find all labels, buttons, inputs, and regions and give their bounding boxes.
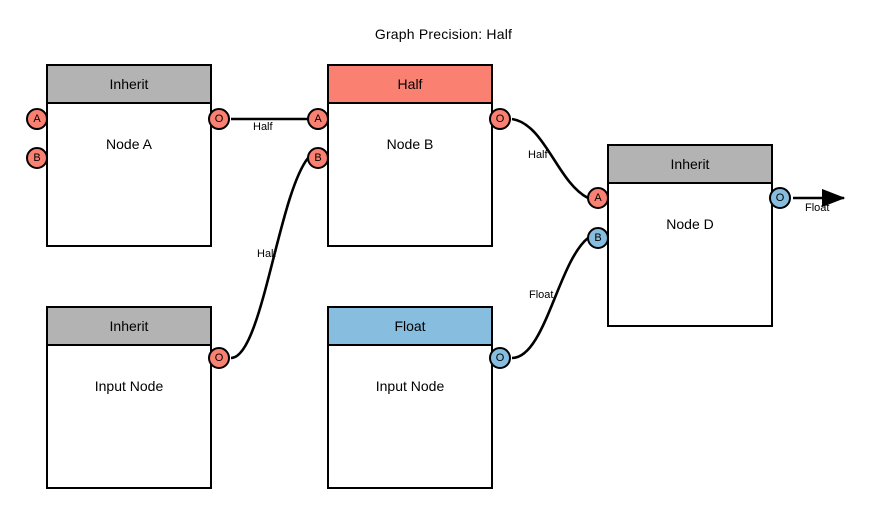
port-input-node-left-output-o[interactable]: O <box>208 347 230 369</box>
node-node-b[interactable]: Half Node B <box>327 64 493 247</box>
port-input-node-mid-output-o[interactable]: O <box>489 347 511 369</box>
edge-label-text: Half <box>257 248 277 260</box>
input-node-mid-body: Input Node <box>329 346 491 509</box>
node-d-header: Inherit <box>609 146 771 184</box>
input-node-left-header: Inherit <box>48 308 210 346</box>
input-node-mid-title: Input Node <box>375 378 445 394</box>
node-a-title: Node A <box>106 136 152 152</box>
node-input-node-left[interactable]: Inherit Input Node <box>46 306 212 489</box>
node-node-d[interactable]: Inherit Node D <box>607 144 773 327</box>
edge-label-inputleft-to-b: Half <box>257 248 277 260</box>
node-b-title: Node B <box>386 136 434 152</box>
port-label: B <box>314 152 322 164</box>
input-node-mid-header: Float <box>329 308 491 346</box>
input-node-left-title: Input Node <box>94 378 164 394</box>
edge-label-text: Half <box>253 121 273 133</box>
port-node-a-output-o[interactable]: O <box>208 108 230 130</box>
input-node-mid-header-label: Float <box>394 318 426 334</box>
port-label: O <box>214 113 224 125</box>
input-node-left-header-label: Inherit <box>109 318 149 334</box>
port-node-d-input-a[interactable]: A <box>587 187 609 209</box>
graph-output-label: Float <box>805 202 829 214</box>
port-label: B <box>33 152 41 164</box>
page-title: Graph Precision: Half <box>374 26 513 42</box>
edge-label-inputmid-to-d: Float <box>529 289 553 301</box>
port-node-d-input-b[interactable]: B <box>587 227 609 249</box>
port-node-b-input-b[interactable]: B <box>307 147 329 169</box>
node-b-header-label: Half <box>397 76 423 92</box>
edge-label-b-to-d: Half <box>528 149 548 161</box>
port-node-a-input-b[interactable]: B <box>26 147 48 169</box>
port-label: A <box>594 192 602 204</box>
node-input-node-mid[interactable]: Float Input Node <box>327 306 493 489</box>
port-label: O <box>495 352 505 364</box>
port-label: A <box>314 113 322 125</box>
port-node-d-output-o[interactable]: O <box>769 187 791 209</box>
node-b-header: Half <box>329 66 491 104</box>
node-b-body: Node B <box>329 104 491 277</box>
node-node-a[interactable]: Inherit Node A <box>46 64 212 247</box>
port-label: A <box>33 113 41 125</box>
edge-label-text: Half <box>528 149 548 161</box>
edge-label-a-to-b: Half <box>253 121 273 133</box>
port-label: B <box>594 232 602 244</box>
node-d-body: Node D <box>609 184 771 357</box>
edge-label-text: Float <box>805 202 830 214</box>
port-node-b-input-a[interactable]: A <box>307 108 329 130</box>
port-label: O <box>214 352 224 364</box>
input-node-left-body: Input Node <box>48 346 210 509</box>
port-label: O <box>495 113 505 125</box>
node-d-header-label: Inherit <box>670 156 710 172</box>
node-a-body: Node A <box>48 104 210 277</box>
port-node-a-input-a[interactable]: A <box>26 108 48 130</box>
node-a-header: Inherit <box>48 66 210 104</box>
port-label: O <box>775 192 785 204</box>
port-node-b-output-o[interactable]: O <box>489 108 511 130</box>
node-a-header-label: Inherit <box>109 76 149 92</box>
edge-label-text: Float <box>529 289 554 301</box>
node-d-title: Node D <box>666 216 714 232</box>
edge-b-to-d <box>511 117 589 200</box>
